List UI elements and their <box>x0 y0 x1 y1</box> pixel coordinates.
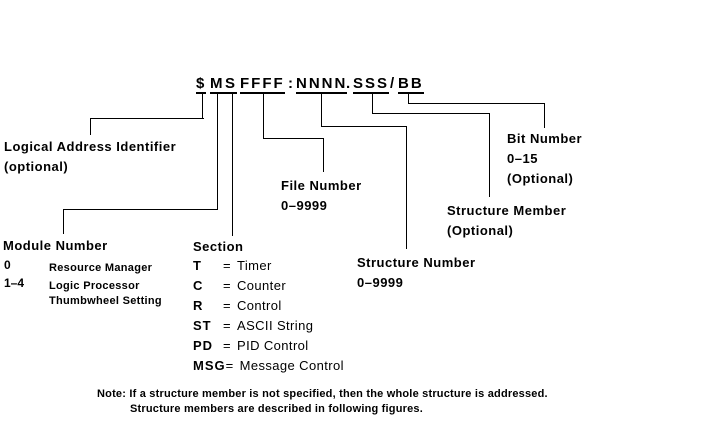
label-file-number: File Number 0–9999 <box>281 176 362 216</box>
label-section: Section <box>193 239 244 254</box>
label-file-number-line1: File Number <box>281 178 362 193</box>
label-structure-member: Structure Member (Optional) <box>447 201 566 241</box>
connector-structnum-run <box>321 126 407 127</box>
section-entry-pid-control: PD = PID Control <box>193 338 309 353</box>
equals-sign: = <box>223 298 231 313</box>
connector-structmem-drop <box>372 94 373 114</box>
connector-dollar-tail <box>90 118 91 135</box>
address-separator-dot: . <box>346 75 353 92</box>
address-part-module: M <box>210 75 225 94</box>
label-structure-member-line1: Structure Member <box>447 203 567 218</box>
section-entry-control: R = Control <box>193 298 282 313</box>
equals-sign: = <box>223 258 231 273</box>
label-module-number: Module Number <box>3 238 108 253</box>
address-separator-colon: : <box>288 75 295 92</box>
section-entry-value: ASCII String <box>237 318 314 333</box>
label-bit-number-range: 0–15 <box>507 151 538 166</box>
connector-structnum-tail <box>406 126 407 249</box>
connector-bit-drop <box>408 94 409 104</box>
section-entry-value: PID Control <box>237 338 309 353</box>
label-structure-number-range: 0–9999 <box>357 275 404 290</box>
connector-file-run <box>263 138 324 139</box>
module-entry-thumbwheel: Thumbwheel Setting <box>4 291 162 309</box>
address-separator-slash: / <box>390 75 397 92</box>
label-logical-address-line2: (optional) <box>4 159 69 174</box>
section-entry-key: MSG <box>193 358 226 373</box>
module-entry-0: 0 Resource Manager <box>4 258 152 276</box>
note-line2: Structure members are described in follo… <box>130 403 424 415</box>
label-bit-number-line1: Bit Number <box>507 131 583 146</box>
label-structure-member-optional: (Optional) <box>447 223 514 238</box>
label-logical-address: Logical Address Identifier (optional) <box>4 137 176 177</box>
address-part-file: FFFF <box>240 75 285 94</box>
label-structure-number-line1: Structure Number <box>357 255 476 270</box>
section-entry-key: ST <box>193 318 212 333</box>
connector-bit-tail <box>544 103 545 128</box>
label-structure-number: Structure Number 0–9999 <box>357 253 476 293</box>
module-entry-desc: Resource Manager <box>49 262 153 274</box>
connector-module-run <box>63 209 218 210</box>
section-entry-value: Control <box>237 298 282 313</box>
module-entry-1-4: 1–4 Logic Processor <box>4 276 140 294</box>
module-entry-key: 1–4 <box>4 276 25 290</box>
connector-dollar-drop <box>202 94 203 119</box>
equals-sign: = <box>223 338 231 353</box>
section-entry-key: R <box>193 298 204 313</box>
section-entry-message-control: MSG= Message Control <box>193 358 344 373</box>
section-entry-counter: C = Counter <box>193 278 286 293</box>
label-bit-number: Bit Number 0–15 (Optional) <box>507 129 582 189</box>
address-part-section: S <box>225 75 238 94</box>
address-part-structure-member: SSS <box>353 75 390 94</box>
connector-dollar-run <box>90 118 204 119</box>
label-file-number-range: 0–9999 <box>281 198 328 213</box>
address-part-structure-number: NNNN <box>296 75 348 94</box>
equals-sign: = <box>223 278 231 293</box>
section-entry-value: Timer <box>237 258 272 273</box>
label-bit-number-optional: (Optional) <box>507 171 574 186</box>
connector-section-drop <box>232 94 233 236</box>
connector-structnum-drop <box>321 94 322 127</box>
connector-module-tail <box>63 209 64 234</box>
module-entry-desc: Logic Processor <box>49 280 140 292</box>
label-logical-address-line1: Logical Address Identifier <box>4 139 177 154</box>
connector-structmem-run <box>372 113 490 114</box>
section-entry-ascii-string: ST = ASCII String <box>193 318 313 333</box>
note-line1: Note: If a structure member is not speci… <box>97 388 548 400</box>
section-entry-timer: T = Timer <box>193 258 272 273</box>
section-entry-value: Message Control <box>239 358 344 373</box>
connector-bit-run <box>408 103 545 104</box>
section-entry-key: C <box>193 278 204 293</box>
module-entry-key: 0 <box>4 258 11 272</box>
connector-file-tail <box>323 138 324 172</box>
module-entry-desc: Thumbwheel Setting <box>49 295 162 307</box>
connector-file-drop <box>263 94 264 139</box>
equals-sign: = <box>225 358 234 373</box>
connector-structmem-tail <box>489 113 490 197</box>
connector-module-drop <box>217 94 218 210</box>
section-entry-key: PD <box>193 338 214 353</box>
section-entry-key: T <box>193 258 202 273</box>
address-part-dollar: $ <box>196 75 207 94</box>
address-part-bit: BB <box>398 75 424 94</box>
section-entry-value: Counter <box>237 278 287 293</box>
equals-sign: = <box>223 318 231 333</box>
